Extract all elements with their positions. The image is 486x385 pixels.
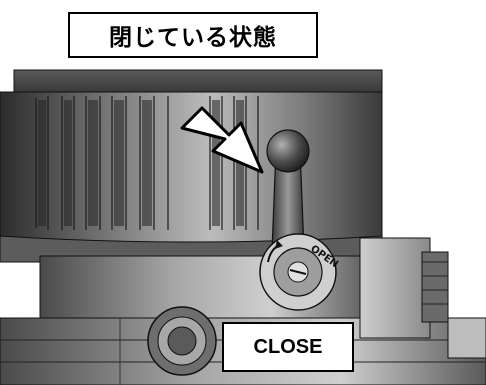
knob-icon xyxy=(266,129,310,173)
side-fitting xyxy=(359,237,486,359)
close-label: CLOSE xyxy=(222,322,354,372)
port-circle xyxy=(147,306,217,376)
state-title: 閉じている状態 xyxy=(68,12,318,58)
arrow-icon xyxy=(180,106,264,174)
valve-dial: OPEN xyxy=(259,233,340,311)
